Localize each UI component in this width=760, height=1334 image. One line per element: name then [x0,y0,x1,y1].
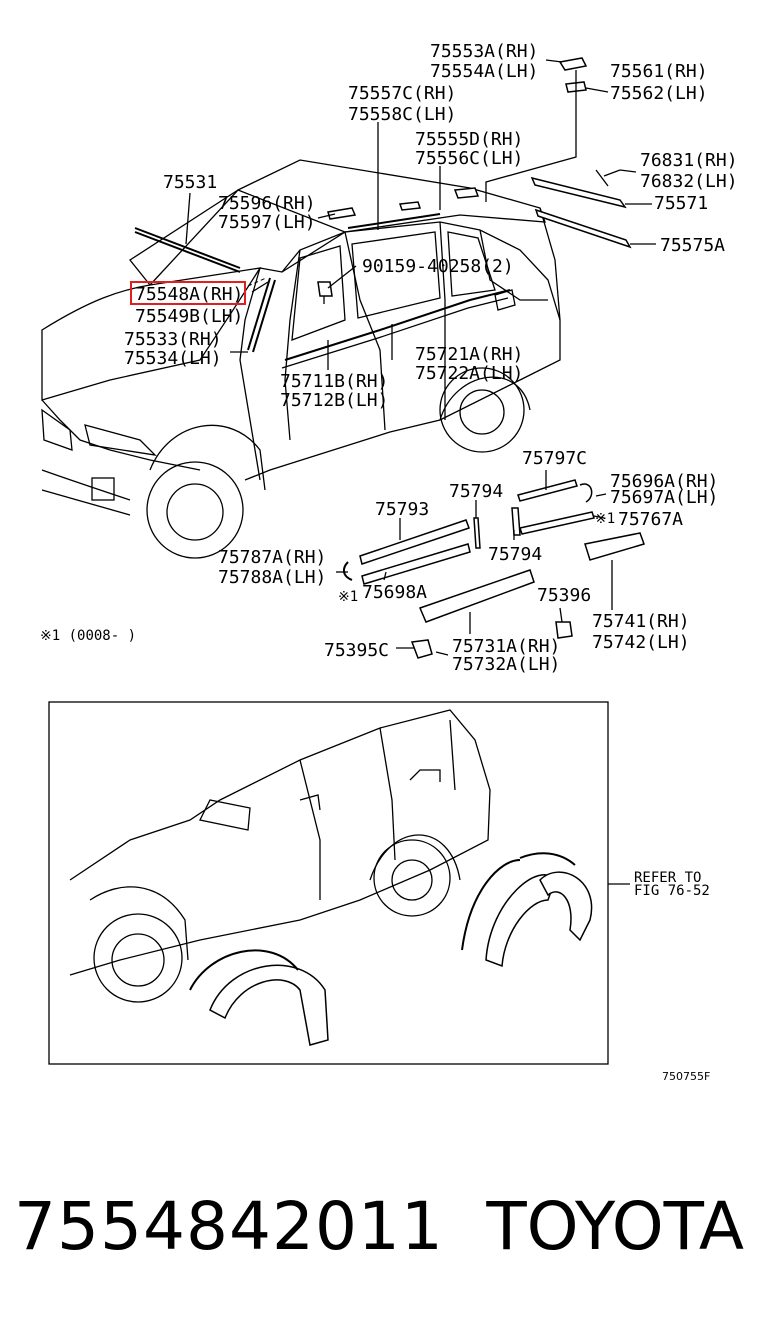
label-75395c: 75395C [324,640,389,661]
label-75562: 75562(LH) [610,83,708,104]
label-90159: 90159-40258(2) [362,256,514,277]
label-75793: 75793 [375,499,429,520]
highlight-box [130,281,246,305]
leader-lines-parts [336,470,613,656]
label-75596: 75596(RH) [218,193,316,214]
leader-lines-upper [185,59,656,370]
label-75741: 75741(RH) [592,611,690,632]
label-75557c: 75557C(RH) [348,83,456,104]
label-75696a: 75696A(RH) [610,471,718,492]
label-75722a: 75722A(LH) [415,363,523,384]
label-75732a: 75732A(LH) [452,654,560,675]
label-75548a: 75548A(RH) [135,284,243,305]
label-75561: 75561(RH) [610,61,708,82]
lower-vehicle-illustration [69,709,593,1046]
refer-text-2: FIG 76-52 [634,883,710,899]
label-75396: 75396 [537,585,591,606]
footer: 7554842011 TOYOTA [0,1188,760,1278]
lower-detail-frame [48,701,609,1065]
label-75531: 75531 [163,172,217,193]
label-75575a: 75575A [660,235,725,256]
refer-text-1: REFER TO [634,870,701,886]
figure-code: 750755F [662,1070,710,1083]
label-75555d: 75555D(RH) [415,129,523,150]
label-75558c: 75558C(LH) [348,104,456,125]
upper-vehicle-illustration [41,57,632,559]
label-75533: 75533(RH) [124,329,222,350]
label-75697a: 75697A(LH) [610,487,718,508]
label-75571: 75571 [654,193,708,214]
label-75711b: 75711B(RH) [280,371,388,392]
brand-name: TOYOTA [486,1188,744,1265]
label-75794-bottom: 75794 [488,544,542,565]
label-75721a: 75721A(RH) [415,344,523,365]
label-75597: 75597(LH) [218,212,316,233]
label-75767a: 75767A [618,509,683,530]
label-75742: 75742(LH) [592,632,690,653]
label-75788a: 75788A(LH) [218,567,326,588]
label-75698a: 75698A [362,582,427,603]
note-mark-2: ※1 [338,589,358,605]
label-76832: 76832(LH) [640,171,738,192]
label-76831: 76831(RH) [640,150,738,171]
part-number: 7554842011 [14,1188,444,1265]
label-75556c: 75556C(LH) [415,148,523,169]
label-75554a: 75554A(LH) [430,61,538,82]
small-parts [342,479,645,659]
part-labels: 75553A(RH) 75554A(LH) 75561(RH) 75562(LH… [40,41,738,1083]
label-75712b: 75712B(LH) [280,390,388,411]
label-75794-top: 75794 [449,481,503,502]
label-75797c: 75797C [522,448,587,469]
label-75534: 75534(LH) [124,348,222,369]
label-75553a: 75553A(RH) [430,41,538,62]
note-text: ※1 (0008- ) [40,628,136,644]
label-75787a: 75787A(RH) [218,547,326,568]
note-mark-1: ※1 [595,511,615,527]
label-75549b: 75549B(LH) [135,306,243,327]
label-75731a: 75731A(RH) [452,636,560,657]
